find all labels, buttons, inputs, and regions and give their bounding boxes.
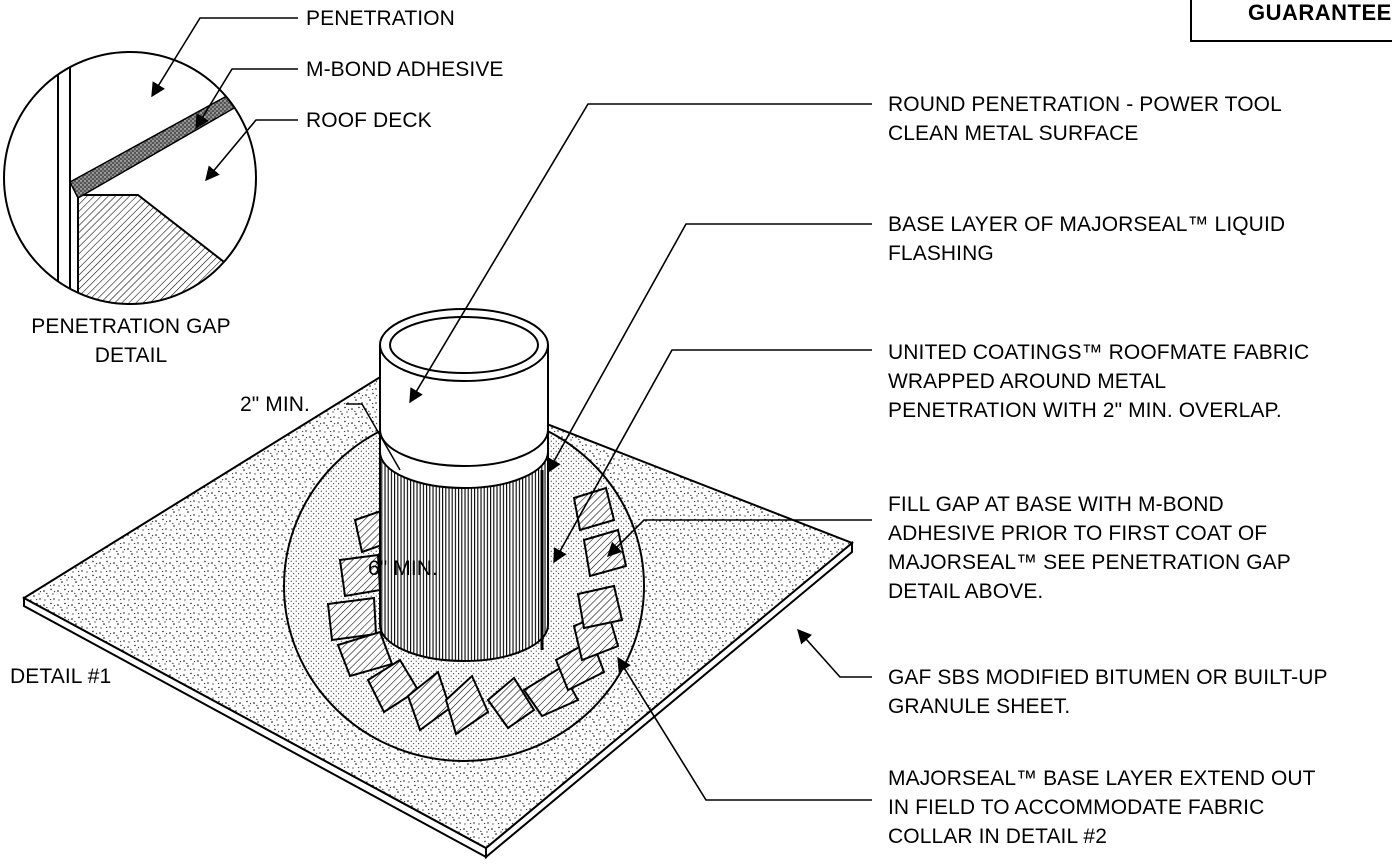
callout-line: FILL GAP AT BASE WITH M-BOND [888,493,1224,516]
overlap-dimension: 2" MIN. [240,393,310,416]
callout-line: COLLAR IN DETAIL #2 [888,825,1107,848]
callout-roofmate-fabric: UNITED COATINGS™ ROOFMATE FABRIC WRAPPED… [888,338,1309,425]
callout-line: MAJORSEAL™ BASE LAYER EXTEND OUT [888,767,1316,790]
gap-detail-leaders [151,17,298,182]
callout-line: ADHESIVE PRIOR TO FIRST COAT OF [888,522,1268,545]
callout-line: DETAIL ABOVE. [888,580,1044,603]
collar-dimension: 6" MIN. [368,557,438,580]
callout-m-bond-adhesive: M-BOND ADHESIVE [306,58,504,81]
callout-line: ROUND PENETRATION - POWER TOOL [888,93,1282,116]
callout-line: GAF SBS MODIFIED BITUMEN OR BUILT-UP [888,666,1328,689]
callout-granule-sheet: GAF SBS MODIFIED BITUMEN OR BUILT-UP GRA… [888,663,1328,721]
gap-detail-caption: PENETRATION GAP DETAIL [0,312,262,370]
callout-majorseal-base: MAJORSEAL™ BASE LAYER EXTEND OUT IN FIEL… [888,764,1316,851]
round-penetration [379,308,549,662]
callout-line: FLASHING [888,242,994,265]
callout-line: WRAPPED AROUND METAL [888,370,1167,393]
callout-fill-gap: FILL GAP AT BASE WITH M-BOND ADHESIVE PR… [888,490,1291,606]
callout-line: CLEAN METAL SURFACE [888,122,1139,145]
callout-line: IN FIELD TO ACCOMMODATE FABRIC [888,796,1265,819]
callout-line: UNITED COATINGS™ ROOFMATE FABRIC [888,341,1310,364]
overlap-dimension-leader [346,403,401,471]
gap-detail-caption-line1: PENETRATION GAP [31,315,231,338]
callout-line: GRANULE SHEET. [888,695,1071,718]
guarantee-stamp: GUARANTEE [1190,0,1392,42]
callout-penetration: PENETRATION [306,7,455,30]
callout-line: BASE LAYER OF MAJORSEAL™ LIQUID [888,213,1286,236]
guarantee-stamp-text: GUARANTEE [1248,0,1392,25]
callout-base-layer: BASE LAYER OF MAJORSEAL™ LIQUID FLASHING [888,210,1285,268]
callout-roof-deck: ROOF DECK [306,109,432,132]
callout-line: PENETRATION WITH 2" MIN. OVERLAP. [888,399,1282,422]
callout-line: MAJORSEAL™ SEE PENETRATION GAP [888,551,1291,574]
gap-detail-caption-line2: DETAIL [94,344,168,367]
main-leaders [409,103,872,801]
detail-label: DETAIL #1 [10,665,112,688]
callout-round-penetration: ROUND PENETRATION - POWER TOOL CLEAN MET… [888,90,1282,148]
gap-detail-inset [3,51,257,305]
